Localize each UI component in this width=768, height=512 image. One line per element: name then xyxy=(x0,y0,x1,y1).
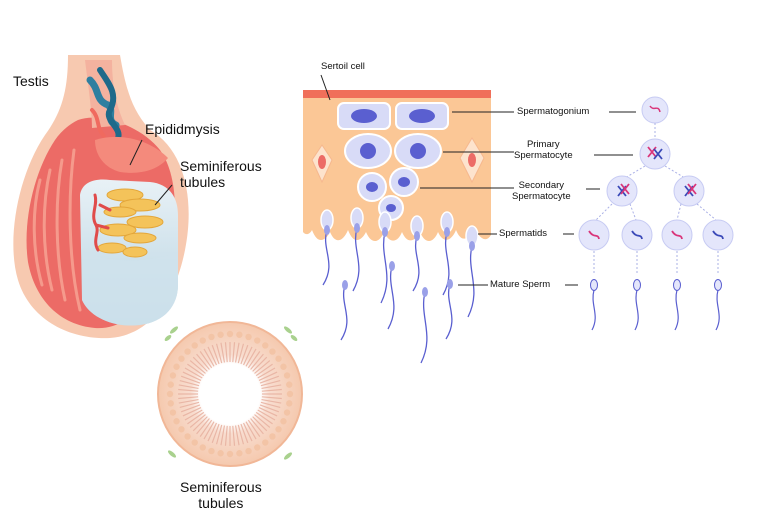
epididymis-leader-line xyxy=(129,139,143,166)
label-spermatids: Spermatids xyxy=(499,228,548,239)
label-sertoli-cell: Sertoil cell xyxy=(321,61,365,72)
label-primary-line2: Spermatocyte xyxy=(514,149,573,161)
seminiferous-leader-line xyxy=(154,184,173,206)
tubule-cross-section xyxy=(157,321,303,467)
label-primary-line1: Primary xyxy=(526,139,560,150)
label-spermatogonium: Spermatogonium xyxy=(517,106,590,117)
label-secondary-line1: Secondary xyxy=(518,180,565,191)
label-testis: Testis xyxy=(13,73,49,89)
label-seminiferous-line1: Seminiferous xyxy=(180,158,262,174)
mature-sperm-group xyxy=(322,223,475,364)
label-mature-sperm: Mature Sperm xyxy=(490,279,551,290)
label-bottom-seminiferous-line2: tubules xyxy=(198,495,244,512)
spermatogenesis-lineage xyxy=(578,96,734,331)
sertoli-cell-block xyxy=(303,90,491,247)
label-seminiferous-line2: tubules xyxy=(180,174,226,191)
testis-illustration xyxy=(13,55,189,339)
label-bottom-seminiferous-tubules: Seminiferous tubules xyxy=(180,479,262,511)
label-bottom-seminiferous-line1: Seminiferous xyxy=(180,479,262,495)
label-primary-spermatocyte: Primary Spermatocyte xyxy=(514,139,573,162)
label-secondary-spermatocyte: Secondary Spermatocyte xyxy=(512,180,571,203)
label-epididymis: Epididmysis xyxy=(145,121,220,137)
label-seminiferous-tubules: Seminiferous tubules xyxy=(180,158,262,190)
label-secondary-line2: Spermatocyte xyxy=(512,190,571,202)
